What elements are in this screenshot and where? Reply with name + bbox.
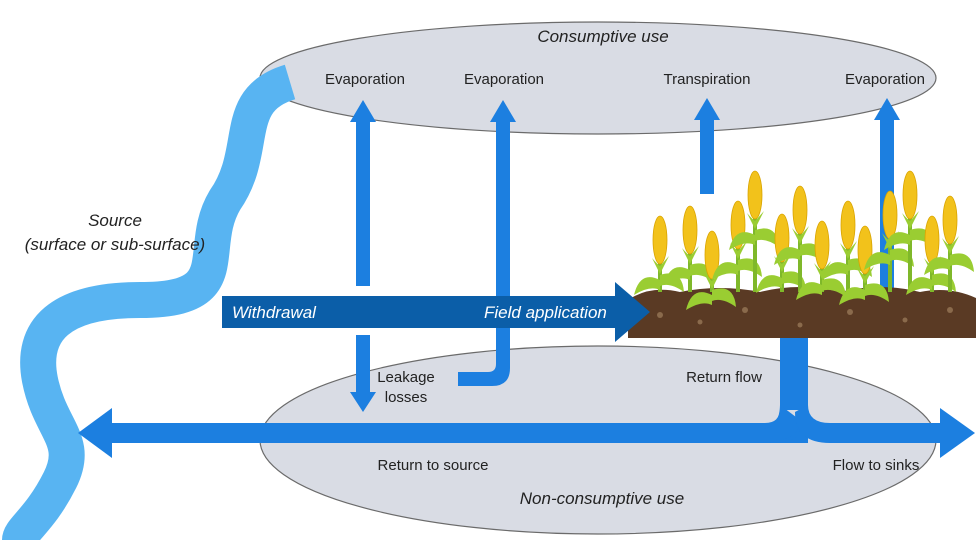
source-label-line2: (surface or sub-surface) xyxy=(25,235,205,254)
return-flow-label: Return flow xyxy=(686,369,762,386)
leakage-arrow xyxy=(350,335,376,412)
withdrawal-arrow xyxy=(222,282,650,342)
withdrawal-label: Withdrawal xyxy=(232,303,317,322)
non-consumptive-use-label: Non-consumptive use xyxy=(520,489,684,508)
evaporation-label-3: Evaporation xyxy=(845,71,925,88)
source-river xyxy=(2,64,297,540)
evaporation-arrow-1 xyxy=(350,100,376,286)
field-application-label: Field application xyxy=(484,303,607,322)
return-flow-arrow xyxy=(755,330,975,458)
leakage-label-line2: losses xyxy=(385,389,428,406)
evaporation-arrow-2 xyxy=(458,100,516,386)
return-to-source-label: Return to source xyxy=(378,457,489,474)
corn-plant-icon xyxy=(634,170,974,310)
evaporation-label-2: Evaporation xyxy=(464,71,544,88)
evaporation-label-1: Evaporation xyxy=(325,71,405,88)
transpiration-arrow xyxy=(694,98,720,194)
source-label-line1: Source xyxy=(88,211,142,230)
consumptive-use-label: Consumptive use xyxy=(537,27,668,46)
return-to-source-arrow xyxy=(78,408,808,458)
transpiration-label: Transpiration xyxy=(664,71,751,88)
leakage-label-line1: Leakage xyxy=(377,369,435,386)
flow-to-sinks-label: Flow to sinks xyxy=(833,457,920,474)
